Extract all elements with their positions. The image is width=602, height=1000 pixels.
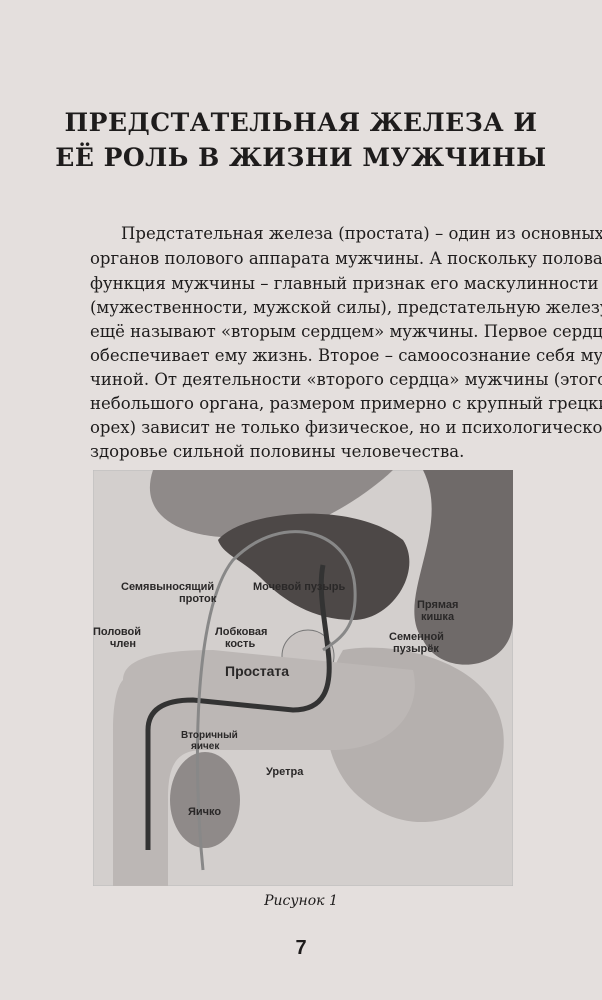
label-prostate: Простата <box>225 663 289 679</box>
label-vas-deferens: Семявыносящий <box>121 581 214 593</box>
body-line: ещё называют «вторым сердцем» мужчины. П… <box>90 322 602 341</box>
vas-deferens-line <box>195 530 357 871</box>
body-line: функция мужчины – главный признак его ма… <box>90 274 599 293</box>
label-seminal-vesicle-2: пузырёк <box>393 643 439 655</box>
chapter-title-line-2: ЕЁ РОЛЬ В ЖИЗНИ МУЖЧИНЫ <box>55 143 547 172</box>
body-line: органов полового аппарата мужчины. А пос… <box>90 249 602 268</box>
label-epididymis-2: яичек <box>191 741 220 752</box>
body-line: чиной. От деятельности «второго сердца» … <box>90 370 602 389</box>
label-penis-2: член <box>110 638 136 650</box>
figure-caption: Рисунок 1 <box>264 893 338 909</box>
body-line: Предстательная железа (простата) – один … <box>121 224 602 243</box>
label-seminal-vesicle: Семенной <box>389 631 444 643</box>
label-urethra: Уретра <box>266 766 304 778</box>
label-testicle: Яичко <box>188 806 221 818</box>
label-vas-deferens-2: проток <box>179 593 217 605</box>
anatomy-figure: Семявыносящий проток Мочевой пузырь Прям… <box>93 470 513 886</box>
body-line: (мужественности, мужской силы), предстат… <box>90 298 602 317</box>
body-line: орех) зависит не только физическое, но и… <box>90 418 602 437</box>
body-line: обеспечивает ему жизнь. Второе – самоосо… <box>90 346 602 365</box>
body-line: здоровье сильной половины человечества. <box>90 442 465 461</box>
penis-shape <box>113 650 415 886</box>
testicle-shape <box>170 752 240 848</box>
label-bladder: Мочевой пузырь <box>253 581 345 593</box>
label-pubic-bone: Лобковая <box>215 626 267 638</box>
body-line: небольшого органа, размером примерно с к… <box>90 394 602 413</box>
spine-shape <box>414 470 513 665</box>
label-pubic-bone-2: кость <box>225 638 255 650</box>
pelvis-shape <box>149 470 393 538</box>
bladder-shape <box>218 513 410 620</box>
label-rectum: Прямая <box>417 599 458 611</box>
page-number: 7 <box>295 937 307 959</box>
urethra-line <box>145 564 332 850</box>
chapter-title-line-1: ПРЕДСТАТЕЛЬНАЯ ЖЕЛЕЗА И <box>64 108 538 137</box>
label-penis: Половой <box>93 626 141 638</box>
label-epididymis: Вторичный <box>181 730 238 741</box>
label-rectum-2: кишка <box>421 611 455 623</box>
